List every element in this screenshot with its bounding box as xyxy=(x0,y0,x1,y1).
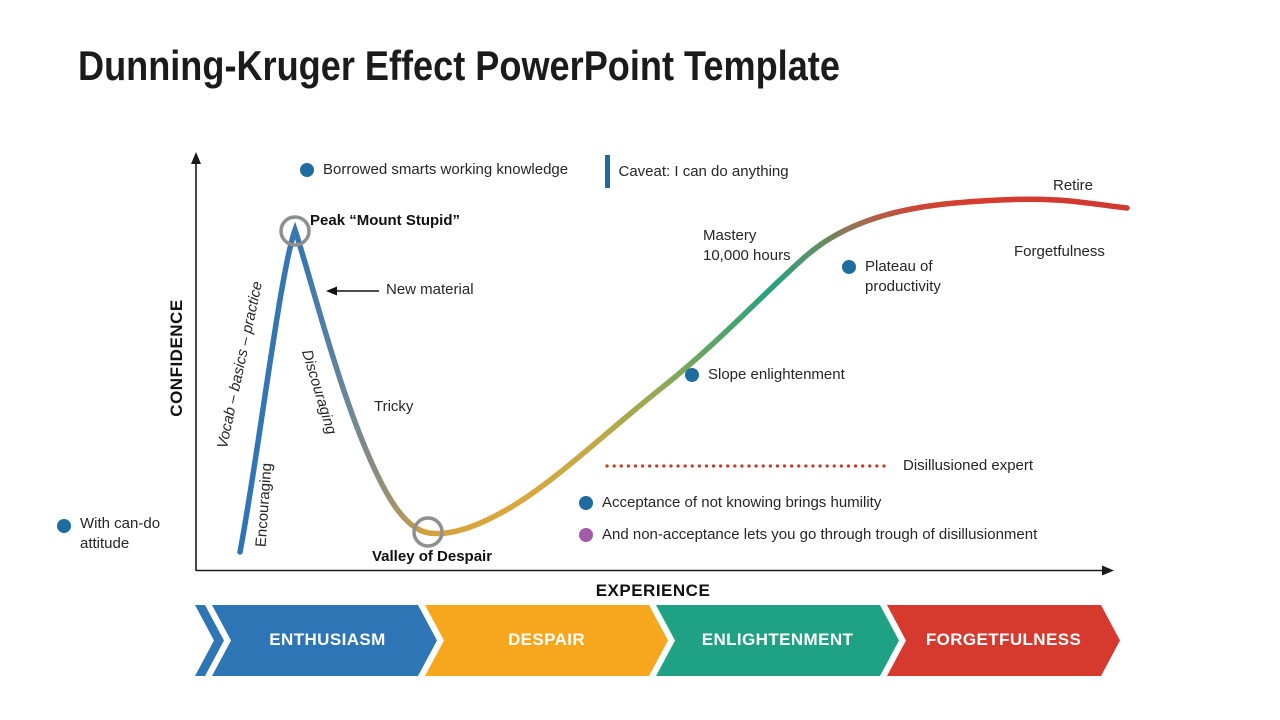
valley-label: Valley of Despair xyxy=(372,548,493,565)
callout-label: Caveat: I can do anything xyxy=(618,163,789,180)
callout-can-do: With can-do attitude xyxy=(57,514,160,554)
bullet-icon xyxy=(300,162,314,177)
banner-stage-forgetfulness xyxy=(887,605,1120,676)
new-material-arrow-icon xyxy=(326,286,337,296)
stage-label-forgetfulness: FORGETFULNESS xyxy=(925,630,1082,649)
retire-label: Retire xyxy=(1053,177,1094,194)
peak-marker-circle xyxy=(279,215,311,247)
banner-stage-despair xyxy=(425,605,668,676)
banner-tail-chevron xyxy=(195,605,224,676)
mastery-label: Mastery 10,000 hours xyxy=(703,227,791,264)
bullet-icon xyxy=(579,495,593,510)
callout-label: With can-do xyxy=(80,515,161,532)
bullet-icon xyxy=(579,527,593,542)
bullet-icon xyxy=(842,260,856,274)
x-axis-arrow-icon xyxy=(1102,565,1114,576)
page-title: Dunning-Kruger Effect PowerPoint Templat… xyxy=(78,42,840,89)
disillusioned-expert-label: Disillusioned expert xyxy=(903,457,1034,474)
callout-label: And non-acceptance lets you go through t… xyxy=(602,526,1038,543)
accent-bar-icon xyxy=(605,155,610,188)
forgetfulness-label: Forgetfulness xyxy=(1014,243,1105,260)
bullet-icon xyxy=(57,519,71,533)
callout-slope-enlightenment: Slope enlightenment xyxy=(685,366,845,383)
new-material-label: New material xyxy=(386,281,474,298)
y-axis-arrow-icon xyxy=(191,152,201,164)
bullet-icon xyxy=(685,367,699,382)
callout-non-acceptance: And non-acceptance lets you go through t… xyxy=(579,526,1037,543)
stage-label-despair: DESPAIR xyxy=(507,630,586,649)
callout-label: productivity xyxy=(865,278,941,295)
dunning-kruger-curve xyxy=(237,196,1130,555)
callout-label: Borrowed smarts working knowledge xyxy=(323,161,569,178)
valley-marker-circle xyxy=(412,516,444,548)
callout-label: attitude xyxy=(80,535,130,552)
x-axis-label: EXPERIENCE xyxy=(595,581,711,600)
callout-plateau: Plateau of productivity xyxy=(842,257,941,297)
tricky-label: Tricky xyxy=(374,398,414,415)
peak-label: Peak “Mount Stupid” xyxy=(310,212,460,229)
callout-borrowed-smarts: Borrowed smarts working knowledge xyxy=(300,161,568,178)
y-axis-label: CONFIDENCE xyxy=(167,299,186,417)
stage-label-enthusiasm: ENTHUSIASM xyxy=(269,630,386,649)
banner-stage-enlightenment xyxy=(656,605,899,676)
banner-stage-enthusiasm xyxy=(212,605,437,676)
stage-label-enlightenment: ENLIGHTENMENT xyxy=(701,630,854,649)
callout-acceptance: Acceptance of not knowing brings humilit… xyxy=(579,494,881,511)
callout-label: Acceptance of not knowing brings humilit… xyxy=(602,494,882,511)
callout-label: Slope enlightenment xyxy=(708,366,845,383)
callout-label: Plateau of xyxy=(865,258,933,275)
callout-caveat: Caveat: I can do anything xyxy=(605,155,789,188)
